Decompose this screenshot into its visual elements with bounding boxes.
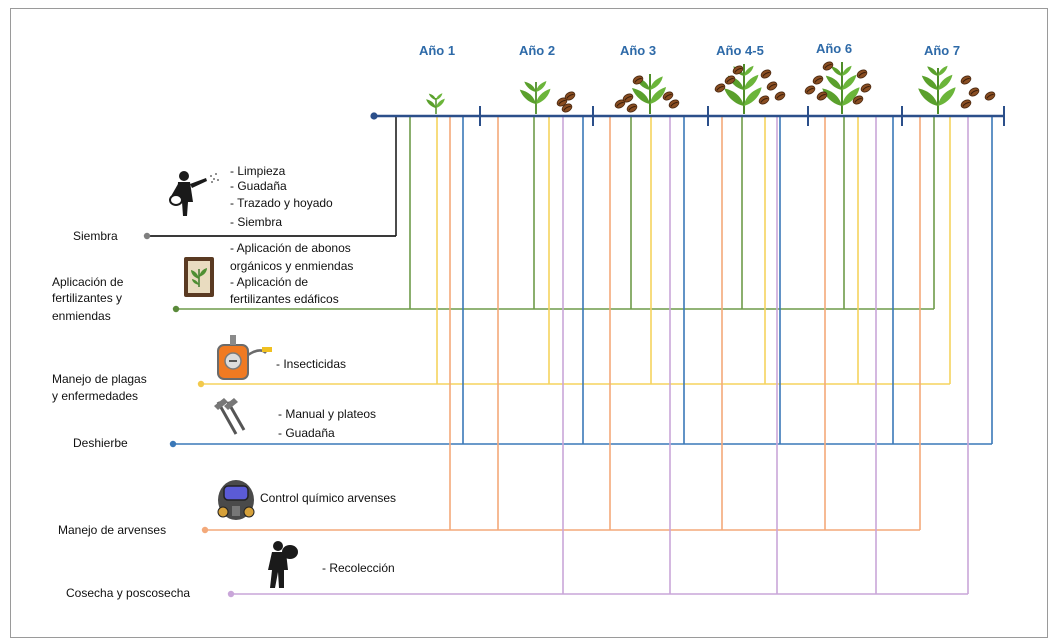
year-label: Año 7 — [924, 43, 960, 58]
activity-item: - Limpieza — [230, 164, 286, 178]
stage-label-deshierbe: Deshierbe — [73, 436, 128, 450]
year-label: Año 3 — [620, 43, 656, 58]
mature-plant-icon — [803, 59, 873, 114]
stage-label-fertilizacion: Aplicación de — [52, 275, 124, 289]
activity-item: - Recolección — [322, 561, 395, 575]
connector-lines — [150, 116, 993, 595]
coffee-plant-icon — [613, 73, 681, 115]
stage-dot — [201, 526, 209, 534]
seedling-icon — [426, 93, 445, 114]
sprayer-icon — [217, 335, 272, 380]
activity-item: - Manual y plateos — [278, 407, 376, 421]
stage-label-cosecha: Cosecha y poscosecha — [66, 586, 190, 600]
activity-texts: - Limpieza - Guadaña - Trazado y hoyado … — [230, 164, 396, 575]
gas-mask-icon — [217, 480, 255, 520]
farmer-sowing-icon — [169, 171, 219, 216]
activity-item: - Aplicación de abonos — [230, 241, 351, 255]
activity-item: - Aplicación de — [230, 275, 308, 289]
stage-label-plagas: Manejo de plagas — [52, 372, 147, 386]
productive-plant-icon — [713, 63, 787, 114]
activity-item: - Guadaña — [230, 179, 287, 193]
stage-dot — [172, 305, 180, 313]
young-plant-icon — [519, 80, 577, 115]
stage-labels: Siembra Aplicación de fertilizantes y en… — [52, 229, 235, 600]
timeline-axis — [370, 106, 1005, 126]
hoe-icon — [214, 398, 246, 435]
stage-dot — [143, 232, 151, 240]
activity-item: orgánicos y enmiendas — [230, 259, 353, 273]
year-labels: Año 1 Año 2 Año 3 Año 4-5 Año 6 Año 7 — [419, 41, 960, 58]
activity-item: - Insecticidas — [276, 357, 346, 371]
harvest-plant-icon — [918, 65, 997, 114]
stage-dot — [169, 440, 177, 448]
year-label: Año 1 — [419, 43, 455, 58]
year-label: Año 2 — [519, 43, 555, 58]
activity-item: Control químico arvenses — [260, 491, 396, 505]
stage-dot — [227, 590, 235, 598]
activity-item: - Guadaña — [278, 426, 335, 440]
figure-frame — [10, 8, 1048, 638]
stage-label-plagas: y enfermedades — [52, 389, 138, 403]
stage-label-siembra: Siembra — [73, 229, 118, 243]
stage-label-fertilizacion: fertilizantes y — [52, 291, 122, 305]
year-label: Año 6 — [816, 41, 852, 56]
stage-label-arvenses: Manejo de arvenses — [58, 523, 166, 537]
stage-label-fertilizacion: enmiendas — [52, 309, 111, 323]
timeline-start-dot — [370, 112, 378, 120]
activity-item: - Siembra — [230, 215, 282, 229]
harvester-icon — [268, 541, 298, 588]
stage-dot — [197, 380, 205, 388]
activity-item: fertilizantes edáficos — [230, 292, 339, 306]
fertilizer-sack-icon — [184, 257, 214, 297]
activity-item: - Trazado y hoyado — [230, 196, 333, 210]
year-label: Año 4-5 — [716, 43, 764, 58]
